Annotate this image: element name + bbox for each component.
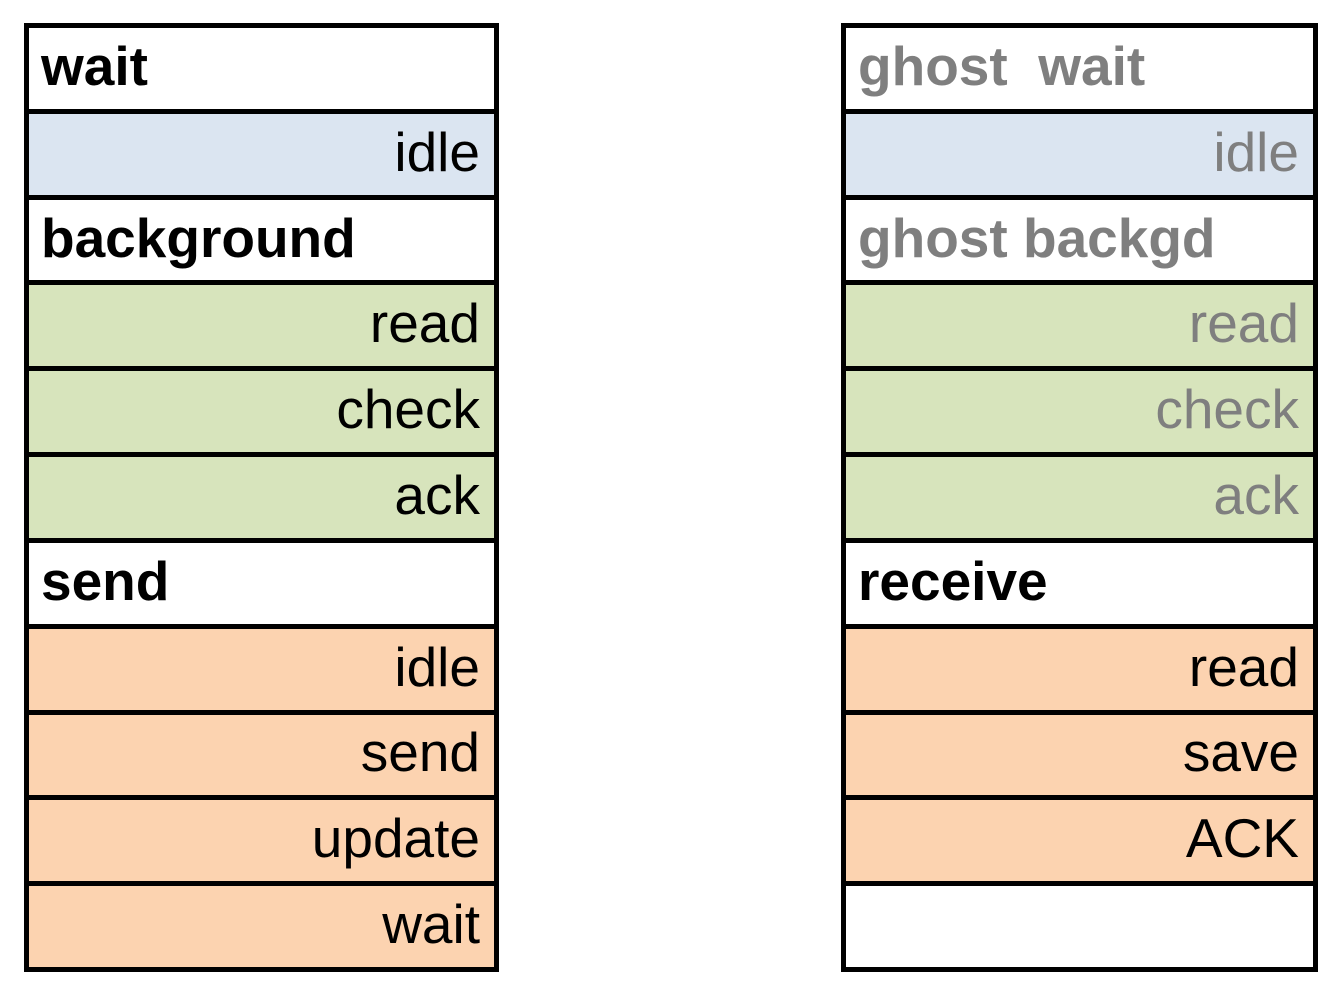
table-row-state: ack — [846, 452, 1313, 538]
table-row-task-header: ghost wait — [846, 28, 1313, 109]
state-label: update — [311, 807, 480, 870]
table-row-empty — [846, 881, 1313, 967]
state-label: ack — [1213, 463, 1299, 526]
table-row-state: idle — [29, 623, 494, 710]
state-label: check — [1155, 378, 1299, 441]
right-task-state-table: ghost wait idle ghost backgd read check … — [841, 23, 1318, 972]
table-row-state: save — [846, 709, 1313, 796]
table-row-task-header: ghost backgd — [846, 194, 1313, 281]
task-header-label: ghost backgd — [858, 206, 1216, 269]
table-row-task-header: send — [29, 537, 494, 624]
task-header-label: receive — [858, 549, 1048, 612]
table-row-task-header: receive — [846, 537, 1313, 624]
table-row-state: send — [29, 709, 494, 796]
table-row-state: read — [29, 280, 494, 367]
state-label: wait — [382, 893, 480, 956]
state-label: ACK — [1185, 807, 1299, 870]
table-row-state: wait — [29, 881, 494, 967]
task-header-label: background — [41, 206, 356, 269]
state-label: idle — [394, 635, 480, 698]
table-row-state: ack — [29, 452, 494, 538]
left-task-state-table: wait idle background read check ack send… — [24, 23, 499, 972]
table-row-state: ACK — [846, 795, 1313, 882]
empty-cell — [846, 925, 1313, 929]
state-label: idle — [394, 120, 480, 183]
state-label: ack — [394, 463, 480, 526]
state-label: read — [1188, 635, 1299, 698]
table-row-state: idle — [846, 108, 1313, 195]
table-row-state: read — [846, 280, 1313, 367]
state-label: read — [1188, 292, 1299, 355]
table-row-state: check — [846, 366, 1313, 453]
table-row-task-header: background — [29, 194, 494, 281]
table-row-state: update — [29, 795, 494, 882]
state-label: send — [360, 721, 480, 784]
state-label: read — [369, 292, 480, 355]
task-header-label: ghost wait — [858, 34, 1146, 97]
state-label: save — [1182, 721, 1299, 784]
table-row-state: idle — [29, 108, 494, 195]
task-header-label: send — [41, 549, 170, 612]
state-label: idle — [1213, 120, 1299, 183]
task-header-label: wait — [41, 34, 148, 97]
state-label: check — [336, 378, 480, 441]
table-row-task-header: wait — [29, 28, 494, 109]
table-row-state: read — [846, 623, 1313, 710]
table-row-state: check — [29, 366, 494, 453]
